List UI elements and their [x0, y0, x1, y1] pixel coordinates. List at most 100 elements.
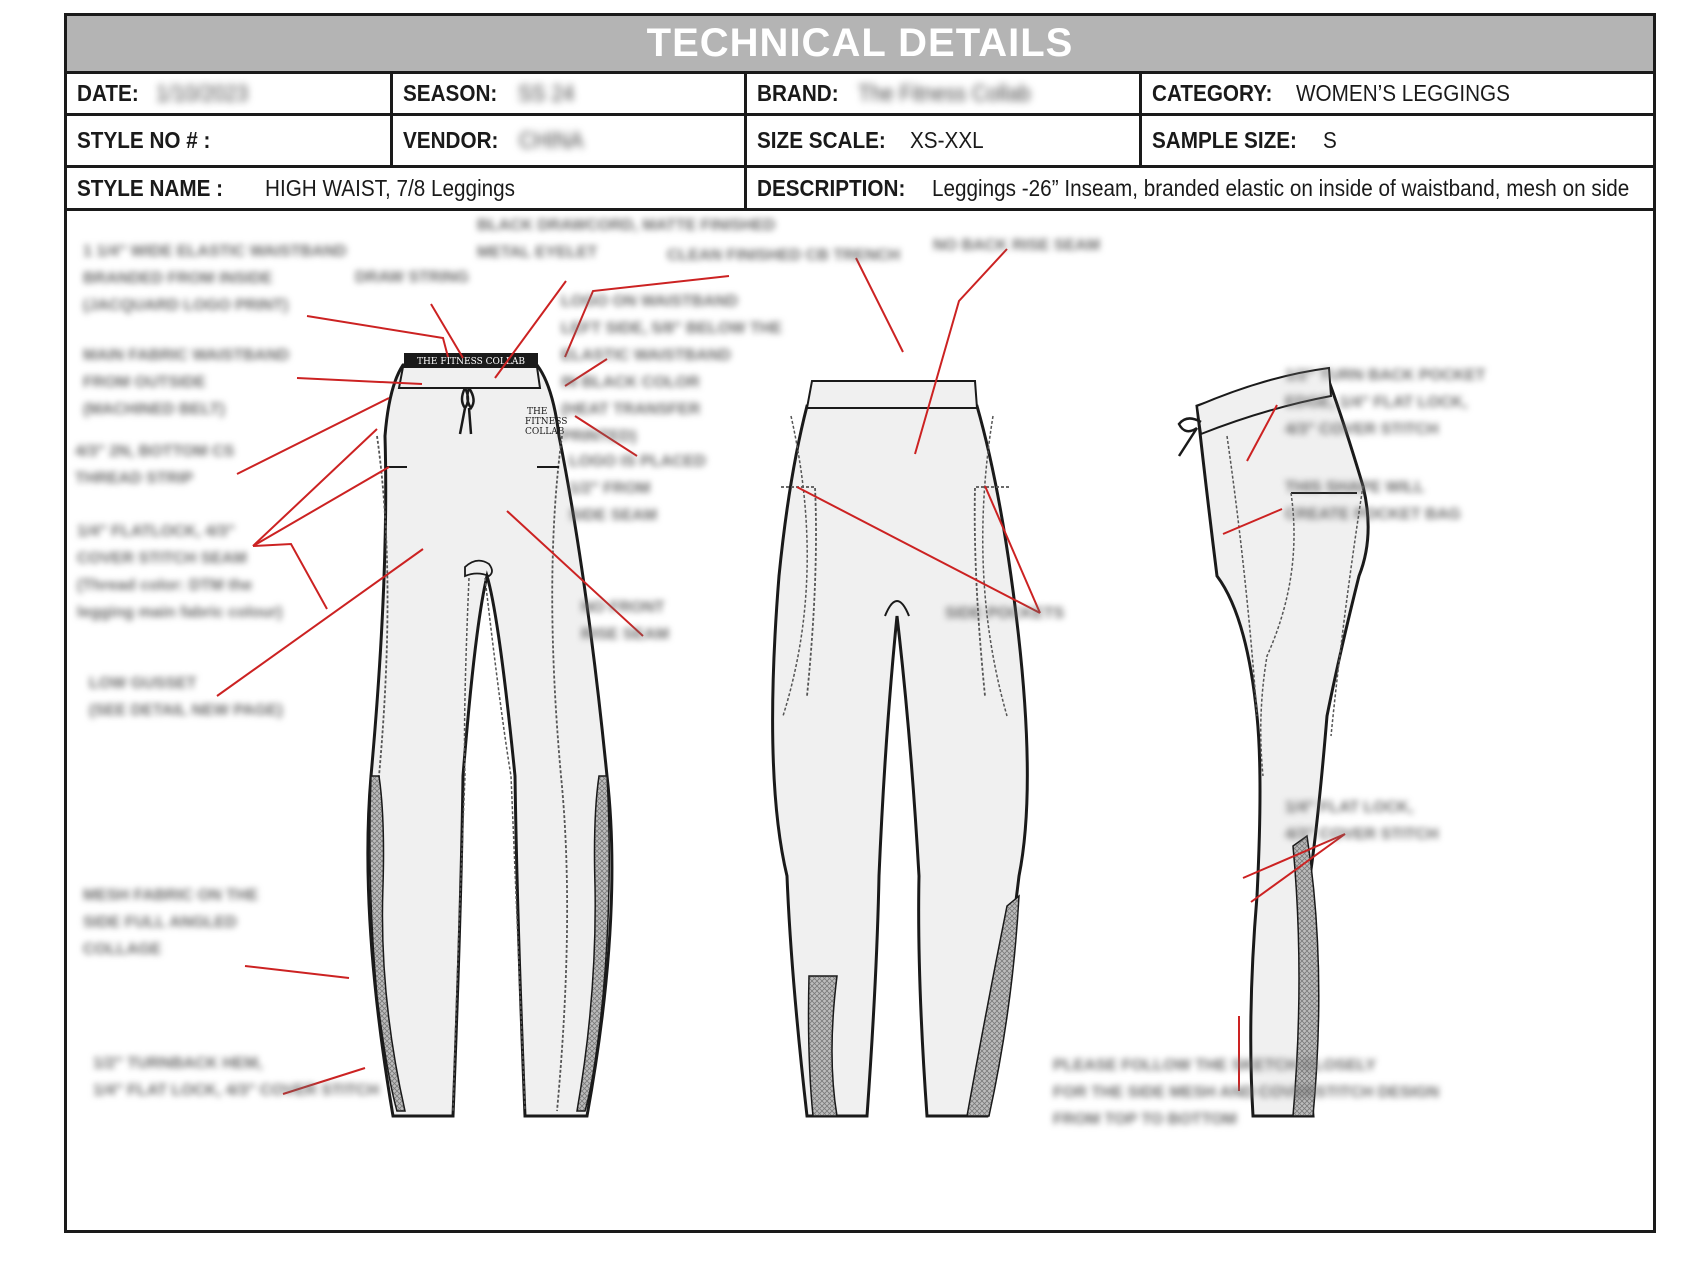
leader-line-19 [216, 548, 424, 697]
page-title: TECHNICAL DETAILS [67, 16, 1653, 74]
date-cell: DATE: 1/10/2023 [67, 74, 393, 113]
back-right-pocket [973, 486, 1009, 697]
side-waistband [1195, 366, 1333, 436]
sample-size-cell: SAMPLE SIZE: S [1142, 116, 1653, 165]
leader-line-11 [252, 428, 378, 547]
leader-line-12 [252, 466, 390, 547]
back-waistband [805, 380, 979, 409]
back-legging-outline [771, 404, 1029, 1118]
side-drawstring-icon [1177, 417, 1202, 457]
leader-line-15 [796, 486, 1041, 614]
leader-line-1 [306, 315, 449, 358]
front-right-panel-seam [551, 435, 569, 1112]
info-row-1: DATE: 1/10/2023 SEASON: SS 24 BRAND: The… [67, 74, 1653, 116]
sample-size-label: SAMPLE SIZE: [1152, 127, 1297, 153]
size-scale-value: XS-XXL [910, 127, 984, 153]
callout-side-pockets: SIDE POCKETS [945, 605, 1065, 622]
technical-drawing: THE FITNESS COLLAB THE FITNESS COLLAB [216, 248, 1370, 1118]
leader-line-22 [244, 965, 350, 979]
back-right-mesh [966, 894, 1020, 1117]
leader-line-4 [564, 275, 730, 358]
front-logo-line3: COLLAB [525, 427, 565, 437]
brand-value: The Fitness Collab [857, 80, 1031, 106]
sample-size-value: S [1323, 127, 1337, 153]
info-row-3: STYLE NAME : HIGH WAIST, 7/8 Leggings DE… [67, 168, 1653, 211]
callout-cb-trench: CLEAN FINISHED CB TRENCH [667, 247, 900, 264]
callout-waistband-elastic: 1 1/4" WIDE ELASTIC WAISTBAND BRANDED FR… [83, 243, 347, 314]
leader-line-18 [1222, 508, 1283, 535]
front-waistband [397, 366, 542, 389]
size-scale-label: SIZE SCALE: [757, 127, 886, 153]
back-right-panel-seam [982, 415, 1008, 717]
date-label: DATE: [77, 80, 139, 106]
front-waistband-logo-text: THE FITNESS COLLAB [417, 357, 525, 367]
back-left-pocket [781, 486, 817, 697]
tech-pack-sheet: TECHNICAL DETAILS DATE: 1/10/2023 SEASON… [64, 13, 1656, 1233]
leader-line-3 [494, 280, 567, 379]
leader-line-2 [430, 303, 464, 359]
vendor-cell: VENDOR: CHINA [393, 116, 747, 165]
style-name-cell: STYLE NAME : HIGH WAIST, 7/8 Leggings [67, 168, 747, 208]
back-view-sketch [771, 380, 1029, 1118]
date-value: 1/10/2023 [155, 80, 248, 106]
category-cell: CATEGORY: WOMEN’S LEGGINGS [1142, 74, 1653, 113]
leader-line-17 [1246, 404, 1278, 462]
leader-line-13 [252, 542, 328, 610]
callout-no-front-rise: NO FRONT RISE SEAM [581, 599, 670, 643]
category-label: CATEGORY: [1152, 80, 1273, 106]
back-left-panel-seam [782, 415, 808, 717]
vendor-value: CHINA [519, 127, 584, 153]
leader-line-16 [984, 485, 1041, 614]
side-back-seam [1330, 485, 1364, 737]
style-no-cell: STYLE NO # : [67, 116, 393, 165]
callout-leader-lines [216, 248, 1346, 1095]
callout-no-back-rise: NO BACK RISE SEAM [933, 237, 1101, 254]
back-left-mesh [807, 975, 838, 1117]
callout-main-fabric-waistband: MAIN FABRIC WAISTBAND FROM OUTSIDE (MACH… [83, 347, 290, 418]
callout-pocket-bag: THIS SHAPE WILL CREATE POCKET BAG [1285, 479, 1461, 523]
leader-line-7 [296, 377, 423, 385]
leader-line-6 [914, 248, 1008, 455]
description-cell: DESCRIPTION: Leggings -26” Inseam, brand… [747, 168, 1653, 208]
style-name-label: STYLE NAME : [77, 174, 224, 201]
callout-flat-lock-side: 1/4" FLAT LOCK, 4/3" COVER STITCH [1285, 799, 1439, 843]
side-front-seam [1226, 435, 1258, 717]
back-crotch [884, 600, 910, 617]
brand-cell: BRAND: The Fitness Collab [747, 74, 1142, 113]
front-logo-line2: FITNESS [525, 417, 567, 427]
drawstring-icon [458, 387, 475, 435]
leader-line-5 [855, 257, 904, 353]
callout-drawcord-eyelet: BLACK DRAWCORD, MATTE FINISHED METAL EYE… [477, 217, 776, 261]
info-row-2: STYLE NO # : VENDOR: CHINA SIZE SCALE: X… [67, 116, 1653, 168]
description-value: Leggings -26” Inseam, branded elastic on… [931, 174, 1630, 201]
callout-mesh-fabric: MESH FABRIC ON THE SIDE FULL ANGLED COLL… [83, 887, 259, 958]
front-right-mesh [576, 775, 610, 1112]
category-value: WOMEN’S LEGGINGS [1295, 80, 1510, 106]
callout-logo-placement: LOGO IS PLACED 1/2" FROM SIDE SEAM [569, 453, 706, 524]
front-left-mesh [369, 775, 406, 1112]
size-scale-cell: SIZE SCALE: XS-XXL [747, 116, 1142, 165]
side-view-sketch [1177, 366, 1370, 1118]
leader-line-20 [1242, 833, 1346, 879]
leader-line-9 [236, 397, 390, 475]
callout-drawstring: DRAW STRING [355, 269, 469, 286]
callout-follow-sketch: PLEASE FOLLOW THE SKETCH CLOSELY FOR THE… [1053, 1057, 1440, 1128]
callout-bottom-thread: 4/3" 2N, BOTTOM CS THREAD STRIP [75, 443, 235, 487]
side-mesh [1292, 834, 1320, 1117]
callout-turnback-hem: 1/2" TURNBACK HEM, 1/4" FLAT LOCK, 4/3" … [93, 1055, 380, 1099]
leader-line-21 [1250, 833, 1346, 903]
leader-line-10 [574, 415, 638, 457]
callout-pocket-edge: 1/2" TURN BACK POCKET EDGE, 1/4" FLAT LO… [1285, 367, 1486, 438]
season-value: SS 24 [517, 80, 575, 106]
season-cell: SEASON: SS 24 [393, 74, 747, 113]
vendor-label: VENDOR: [403, 127, 499, 153]
style-name-value: HIGH WAIST, 7/8 Leggings [265, 174, 516, 201]
front-logo-line1: THE [527, 407, 547, 417]
side-pocket-seam [1260, 492, 1295, 777]
leader-line-14 [506, 510, 644, 637]
callout-logo-waistband: LOGO ON WAISTBAND LEFT SIDE, 5/8" BELOW … [561, 293, 782, 445]
callout-low-gusset: LOW GUSSET (SEE DETAIL NEW PAGE) [89, 675, 283, 719]
description-label: DESCRIPTION: [757, 174, 906, 201]
front-crotch-gusset [464, 559, 493, 578]
leader-line-23 [282, 1067, 366, 1095]
